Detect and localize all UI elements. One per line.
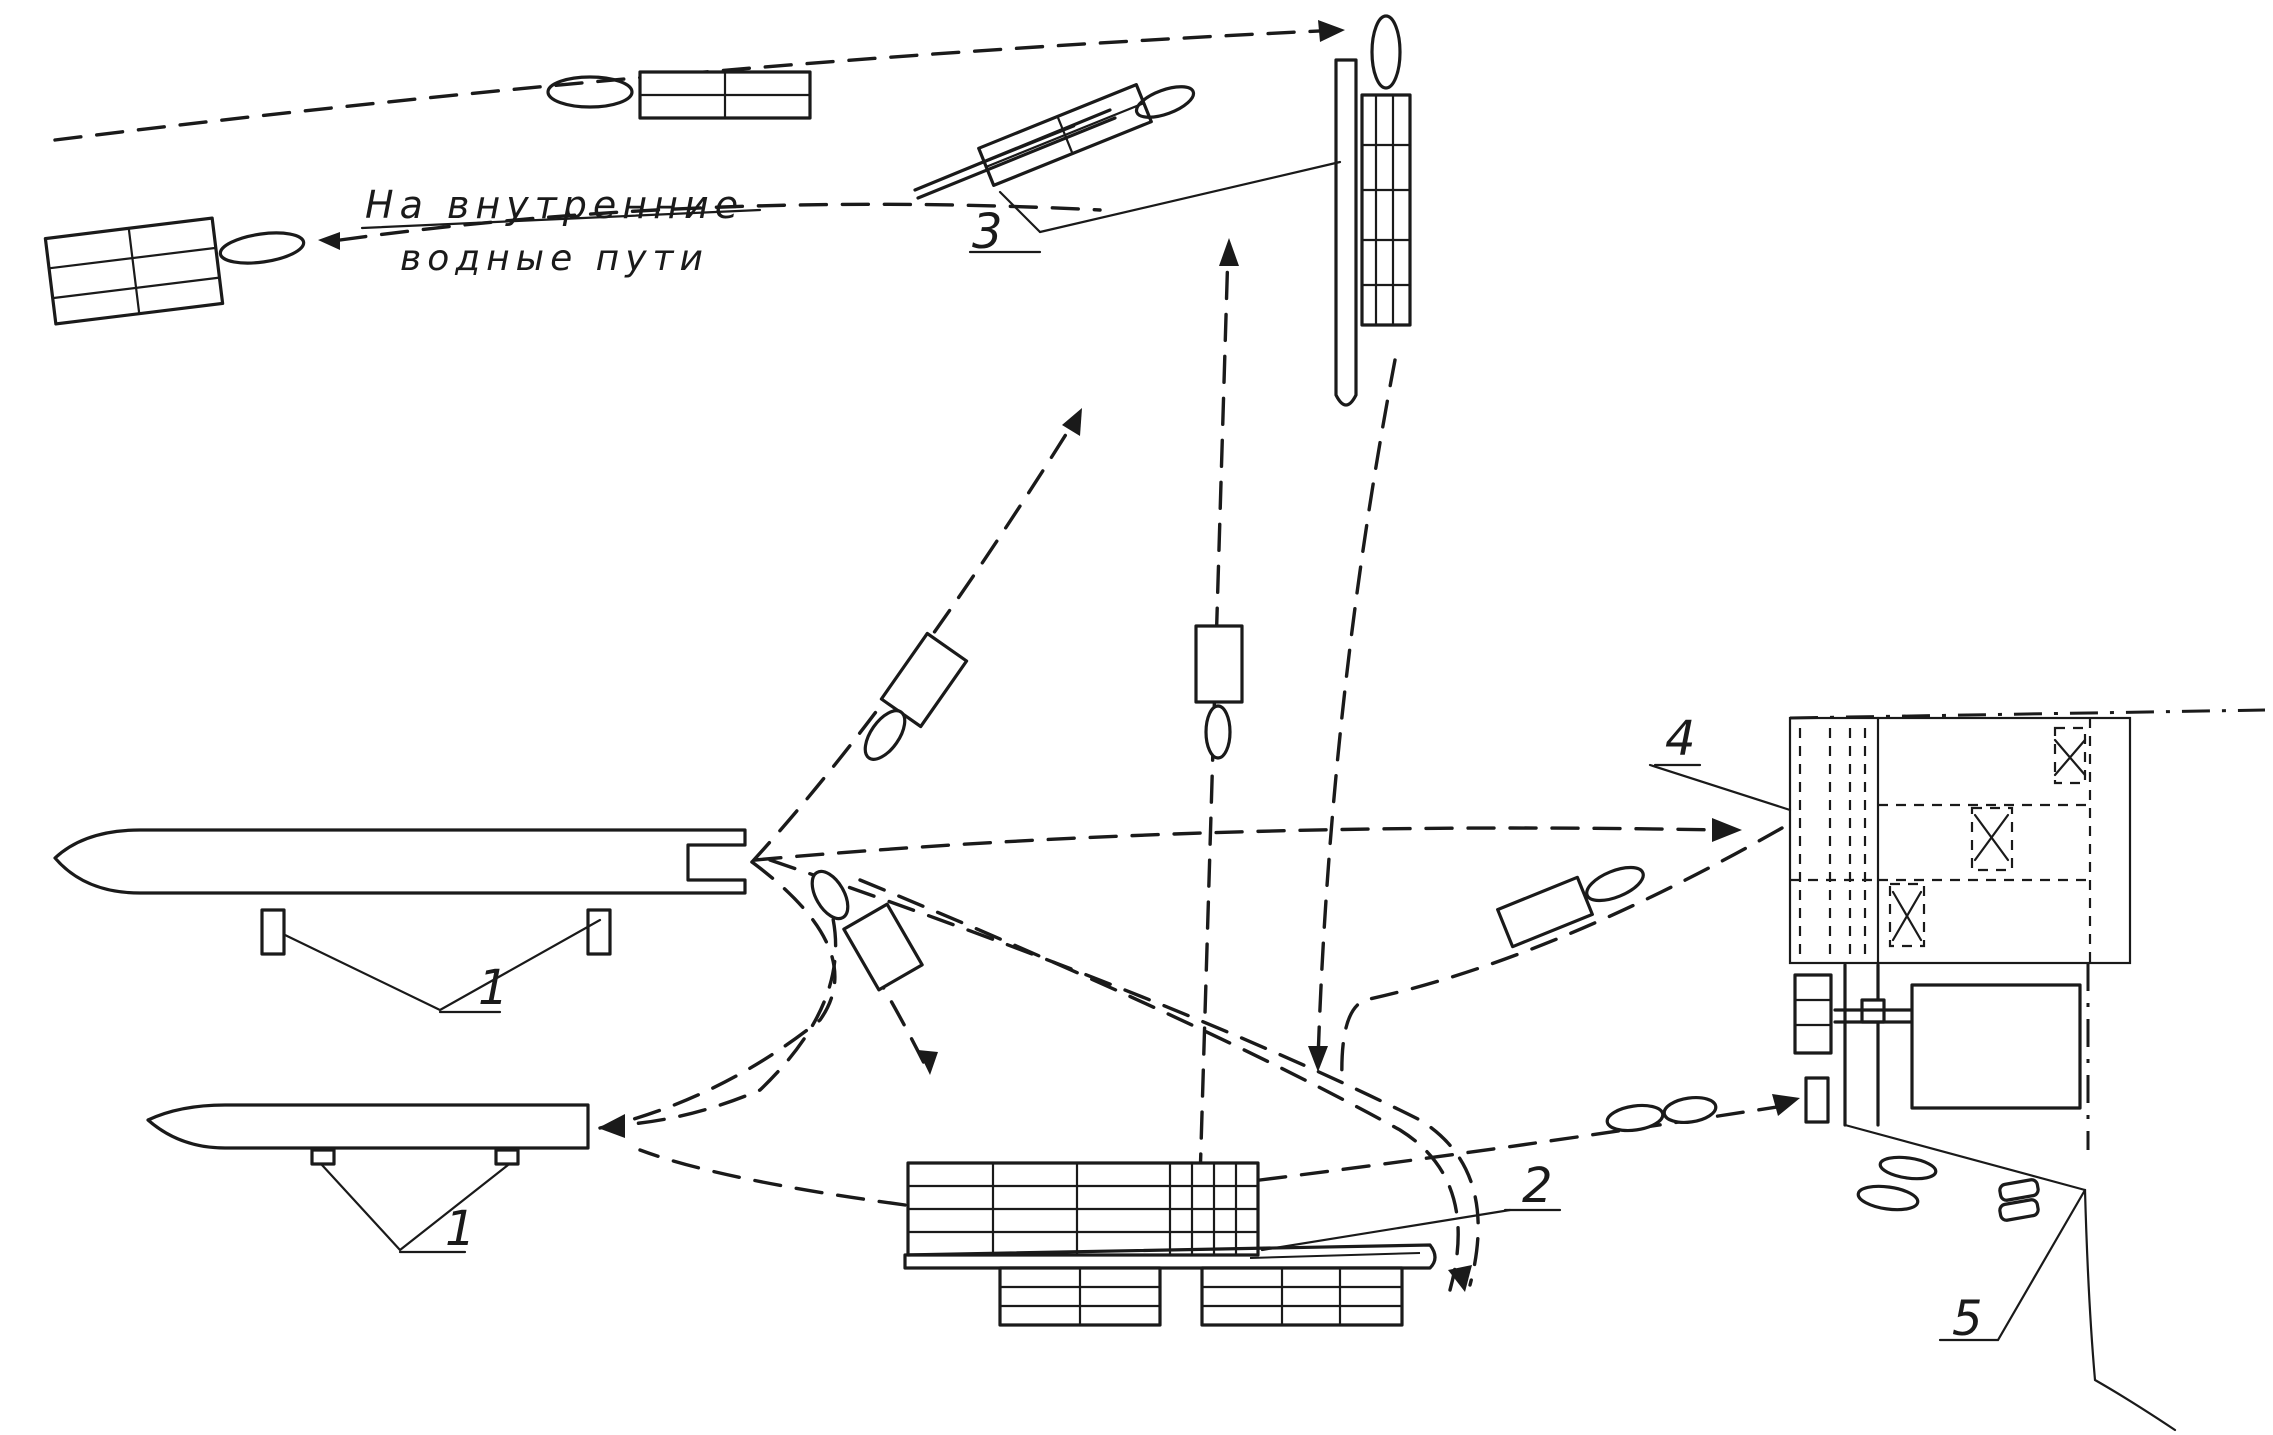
tug-unit-lower-right [1605,1076,1830,1133]
pier-upper: 1 [53,828,747,1016]
callout-2: 2 [1522,1158,1553,1214]
quay-item-5: 5 [1793,963,2177,1432]
label-inland-waterways: На внутренние водные пути [360,183,762,279]
convoy-item-3: 3 [913,83,1342,260]
tug-unit-mid-left [863,631,969,761]
callout-5: 5 [1952,1291,1983,1347]
callout-3: 3 [972,204,1003,260]
route-up-left [750,408,1082,864]
route-to-terminal-4 [753,818,1742,862]
terminal-4: 4 [1648,708,2266,965]
barge-stack-top-right [1334,14,1412,407]
barge-train-top [546,70,812,120]
tug-unit-center [1194,624,1244,760]
route-from-top-stack [1308,358,1397,1072]
label-line-1: На внутренние [365,183,744,227]
tug-unit-near-pier [810,869,924,992]
label-line-2: водные пути [400,238,709,279]
route-terminal-4-return [1340,826,1784,1082]
outbound-convoy-left [43,202,1102,326]
pier-lower: 1 [146,1103,590,1257]
tug-unit-right [1496,865,1645,949]
berth-barge-rafts: 2 [903,1158,1562,1327]
callout-1a: 1 [478,960,509,1016]
callout-4: 4 [1665,711,1696,767]
callout-1b: 1 [445,1201,476,1257]
route-from-berth [638,1094,1800,1207]
